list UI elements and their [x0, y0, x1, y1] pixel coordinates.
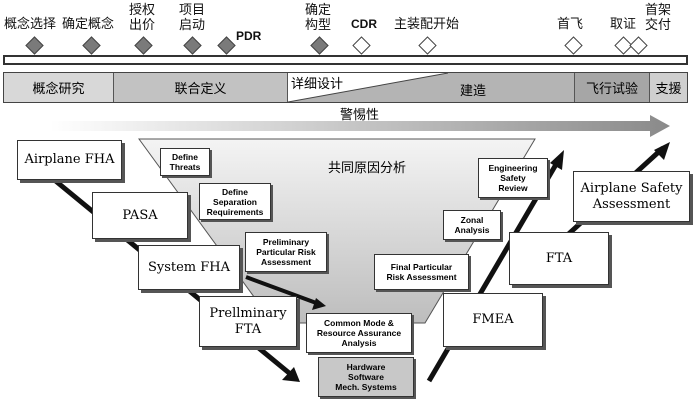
airplane-fha-box: Airplane FHA [17, 140, 122, 180]
common-mode-resource-assurance-box: Common Mode & Resource Assurance Analysi… [306, 313, 412, 353]
system-fha-box: System FHA [138, 245, 240, 290]
phase-flight-test: 飞行试验 [575, 73, 650, 102]
milestone-first-delivery-label: 首架 交付 [645, 3, 672, 33]
phase-support: 支援 [650, 73, 687, 102]
final-particular-risk-box: Final Particular Risk Assessment [374, 254, 469, 290]
phase-detail-design-wedge [288, 73, 448, 102]
engineering-safety-review-box: Engineering Safety Review [478, 158, 548, 198]
phase-joint-definition: 联合定义 [114, 73, 288, 102]
milestone-project-launch-label: 项目 启动 [179, 3, 206, 33]
milestone-first-flight-label: 首飞 [557, 17, 584, 32]
timeline-bar [3, 55, 688, 65]
define-threats-box: Define Threats [160, 148, 210, 176]
phase-concept-study: 概念研究 [4, 73, 114, 102]
fmea-box: FMEA [443, 293, 543, 347]
milestone-certification-label: 取证 [610, 17, 637, 32]
preliminary-fta-box: Prellminary FTA [199, 296, 297, 347]
phase-bar [3, 72, 688, 103]
airplane-safety-assessment-box: Airplane Safety Assessment [573, 171, 690, 222]
milestone-config-confirm-label: 确定 构型 [305, 3, 332, 33]
phase-build-label: 建造 [460, 84, 487, 99]
milestone-concept-selection-label: 概念选择 [4, 17, 57, 32]
milestone-concept-confirm-label: 确定概念 [62, 17, 115, 32]
common-cause-analysis-label: 共同原因分析 [328, 161, 407, 176]
milestone-main-assembly-label: 主装配开始 [394, 17, 460, 32]
phase-build-divider [574, 73, 575, 102]
fta-box: FTA [509, 232, 609, 285]
milestone-authorize-bid-label: 授权 出价 [129, 3, 156, 33]
vigilance-label: 警惕性 [340, 108, 380, 123]
vigilance-arrow [50, 115, 670, 137]
zonal-analysis-box: Zonal Analysis [443, 210, 501, 240]
preliminary-particular-risk-box: Preliminary Particular Risk Assessment [245, 232, 327, 272]
hardware-software-mech-systems-box: Hardware Software Mech. Systems [318, 357, 414, 397]
milestone-cdr-label: CDR [351, 17, 377, 31]
pasa-box: PASA [92, 192, 188, 239]
milestone-pdr-label: PDR [236, 29, 262, 43]
phase-detail-design-label: 详细设计 [291, 77, 344, 92]
define-separation-requirements-box: Define Separation Requirements [199, 183, 271, 220]
